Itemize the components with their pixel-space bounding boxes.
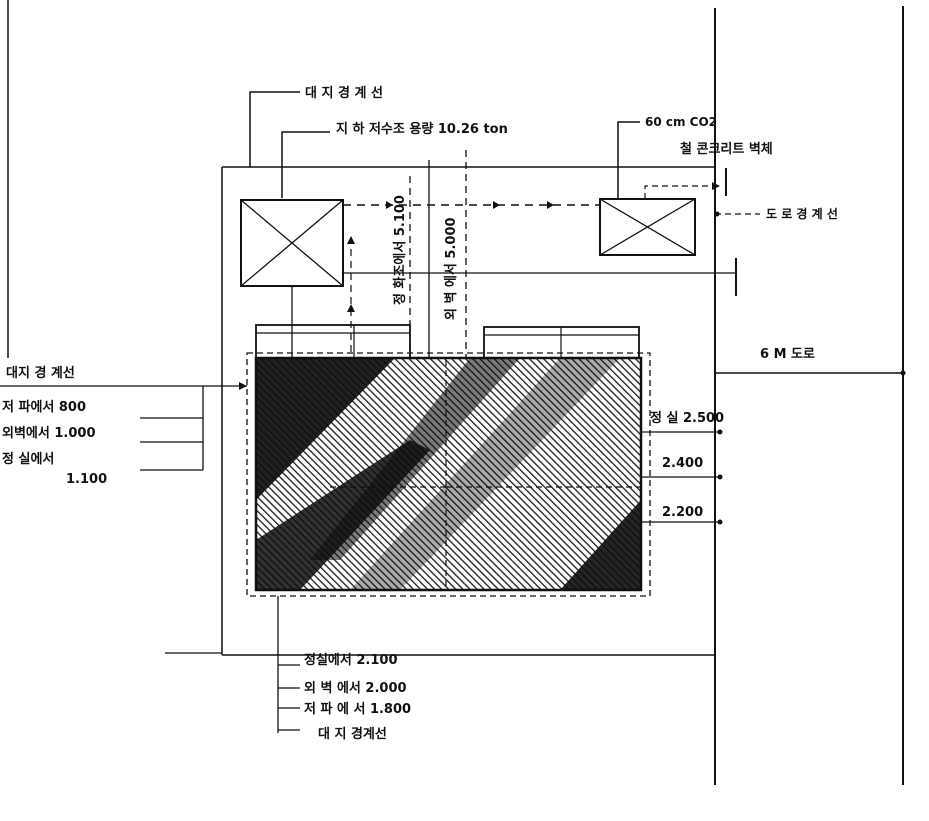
dark-band-4 — [560, 500, 641, 590]
label-left-tank-800: 저 파에서 800 — [2, 399, 86, 415]
label-bottom-outer: 외 벽 에서 2.000 — [304, 680, 407, 696]
pipe-arrow-3 — [547, 201, 554, 209]
label-co2-wall: 60 cm CO2 — [645, 115, 717, 129]
leader-boundary-top — [249, 91, 300, 167]
road-tie-dot — [900, 370, 906, 376]
label-boundary-top: 대 지 경 계 선 — [305, 85, 383, 101]
tank-right-x2 — [599, 198, 696, 256]
leader-co2 — [617, 121, 640, 198]
label-bottom-boundary: 대 지 경계선 — [318, 726, 387, 742]
building-outline-dashed — [246, 352, 651, 597]
left-dim-arrow — [239, 382, 247, 390]
right-dim-dot-3 — [717, 519, 723, 525]
label-concrete-wall: 철 콘크리트 벽체 — [680, 141, 773, 157]
label-left-septic-b: 1.100 — [66, 472, 107, 487]
label-underground-tank: 지 하 저수조 용량 10.26 ton — [336, 121, 508, 137]
label-road-boundary: 도 로 경 계 선 — [766, 206, 838, 221]
co2-dim — [644, 185, 720, 199]
label-left-septic-a: 정 실에서 — [2, 451, 54, 467]
dark-band-3 — [310, 358, 520, 560]
tank-right — [599, 198, 696, 256]
vert-arrow-1 — [347, 236, 355, 244]
pipe-arrow-1 — [386, 201, 393, 209]
tank-left-x2 — [240, 199, 344, 287]
label-left-boundary: 대지 경 계선 — [6, 365, 75, 381]
right-dim-dot-1 — [717, 429, 723, 435]
label-vertical-septic: 정 화조에서 5.100 — [392, 195, 408, 305]
dark-band-5 — [350, 358, 620, 590]
vert-arrow-2 — [347, 304, 355, 312]
label-road-name: 6 M 도로 — [760, 347, 815, 362]
dark-band-1 — [256, 358, 395, 500]
pipe-arrow-2 — [493, 201, 500, 209]
label-right-2200: 2.200 — [662, 505, 703, 520]
right-dim-dot-2 — [717, 474, 723, 480]
label-left-wall-1000: 외벽에서 1.000 — [2, 425, 96, 441]
leader-tank-capacity — [281, 131, 330, 198]
road-boundary-dot — [714, 211, 720, 217]
label-bottom-tank: 저 파 에 서 1.800 — [304, 701, 411, 717]
label-right-2400: 2.400 — [662, 456, 703, 471]
label-vertical-outer: 외 벽 에서 5.000 — [443, 217, 459, 320]
label-bottom-septic: 정실에서 2.100 — [304, 652, 398, 668]
label-right-2500: 정 실 2.500 — [650, 410, 724, 426]
co2-dim-arrow — [712, 182, 720, 190]
